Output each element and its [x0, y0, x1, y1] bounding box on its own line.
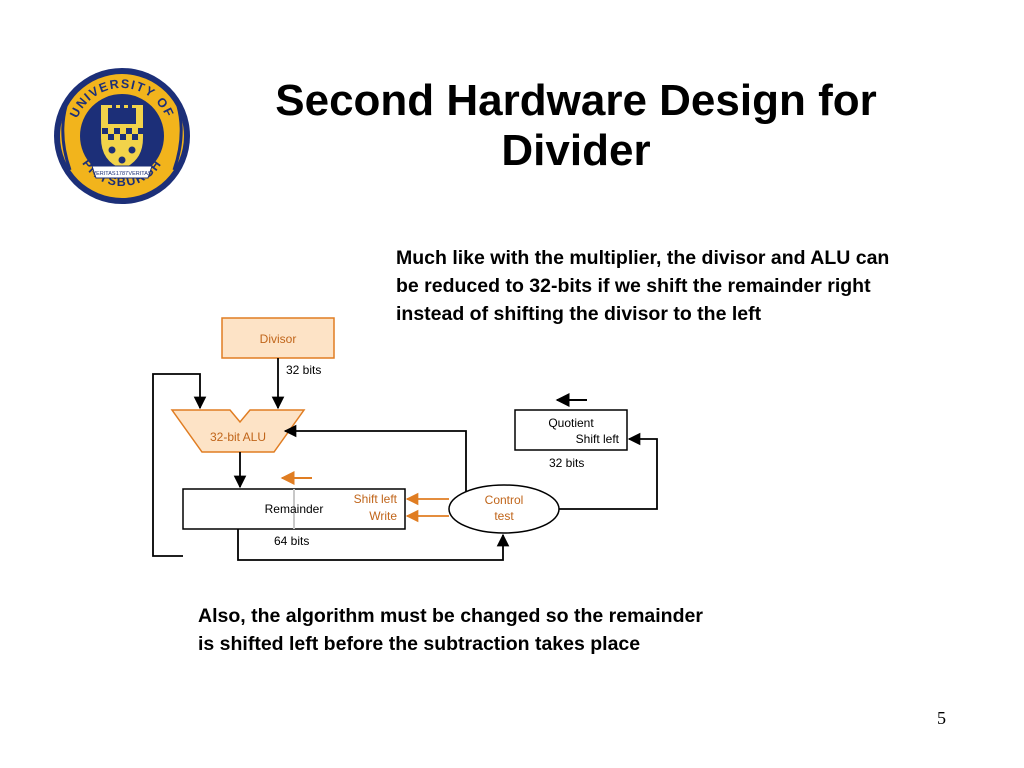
divisor-width-label: 32 bits	[286, 363, 321, 377]
remainder-feedback-wire	[152, 373, 207, 557]
control-label-line1: Control	[485, 493, 524, 507]
divisor-label: Divisor	[260, 332, 297, 346]
remainder-label: Remainder	[265, 502, 324, 516]
control-to-quotient-wire	[559, 432, 658, 510]
page-number: 5	[937, 708, 946, 728]
alu-shape	[170, 409, 306, 453]
slide-title: Second Hardware Design for Divider	[275, 76, 877, 175]
control-to-alu-wire	[283, 424, 467, 492]
note-bottom: Also, the algorithm must be changed so t…	[198, 605, 703, 655]
logo-banner-right: VERITAS	[128, 171, 151, 177]
quotient-register	[514, 409, 628, 451]
logo-banner-year: 1787	[116, 171, 128, 177]
remainder-write-label: Write	[369, 509, 397, 523]
quotient-width-label: 32 bits	[549, 456, 584, 470]
university-seal-logo: UNIVERSITY OF PITTSBURGH VERITAS 1787 VE…	[54, 68, 190, 204]
quotient-shift-label: Shift left	[576, 432, 620, 446]
remainder-shift-label: Shift left	[354, 492, 398, 506]
control-label-line2: test	[494, 509, 514, 523]
note-top: Much like with the multiplier, the divis…	[396, 247, 890, 325]
alu-label: 32-bit ALU	[210, 430, 266, 444]
remainder-to-control-wire	[237, 529, 510, 561]
logo-banner-left: VERITAS	[92, 171, 115, 177]
quotient-label: Quotient	[548, 416, 594, 430]
remainder-width-label: 64 bits	[274, 534, 309, 548]
